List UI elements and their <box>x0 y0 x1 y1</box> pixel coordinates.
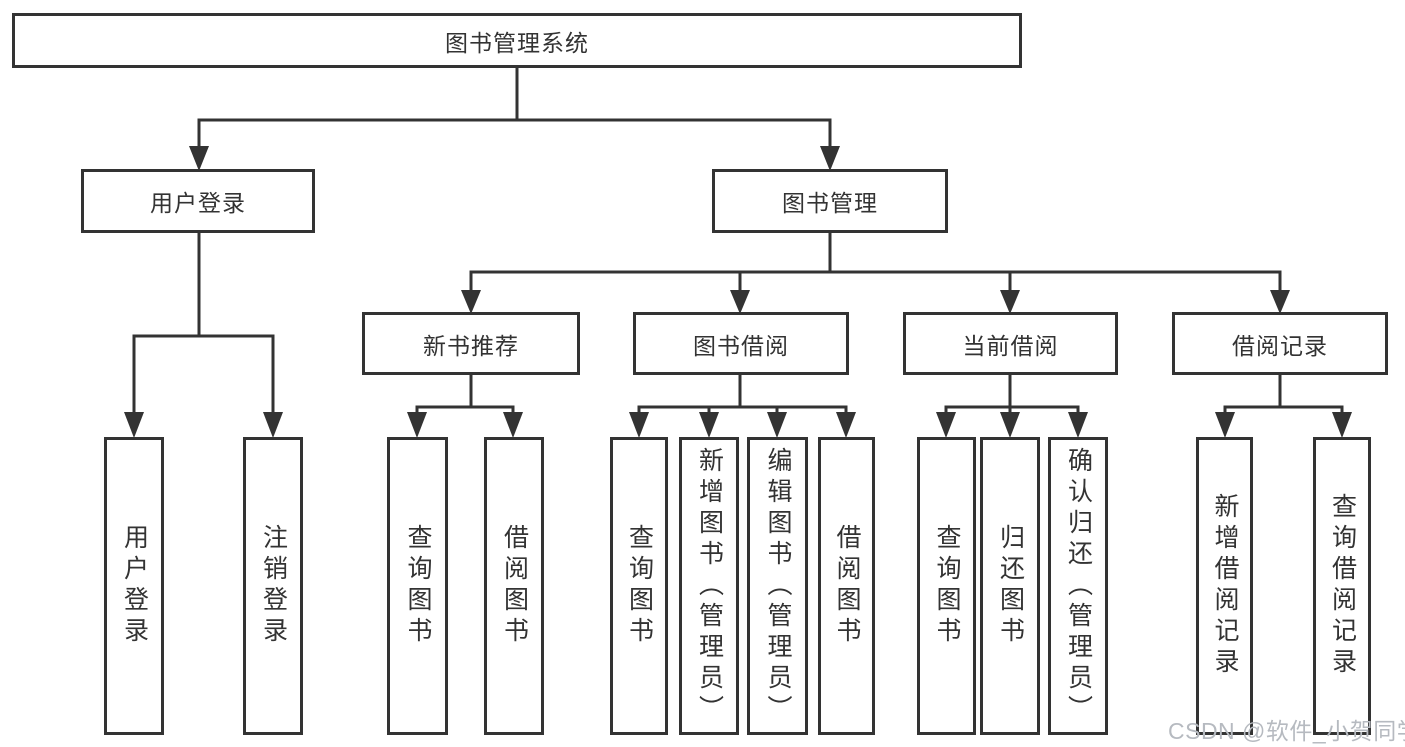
leaf-add-books-admin: 新增图书（管理员） <box>679 437 739 735</box>
node-borrow-records-label: 借阅记录 <box>1232 332 1328 359</box>
node-book-management: 图书管理 <box>712 169 948 233</box>
leaf-add-borrow-record: 新增借阅记录 <box>1196 437 1253 735</box>
leaf-query-books-current: 查询图书 <box>917 437 976 735</box>
leaf-user-login: 用户登录 <box>104 437 164 735</box>
node-new-book-recommend-label: 新书推荐 <box>423 332 519 359</box>
node-current-borrow-label: 当前借阅 <box>962 332 1059 359</box>
leaf-logout: 注销登录 <box>243 437 303 735</box>
node-book-borrow: 图书借阅 <box>633 312 849 375</box>
node-user-login-label: 用户登录 <box>150 190 246 216</box>
node-book-borrow-label: 图书借阅 <box>693 332 789 359</box>
arrowheads <box>124 146 1352 438</box>
leaf-query-books-borrow: 查询图书 <box>610 437 668 735</box>
watermark: CSDN @软件_小贺同学 <box>1168 718 1405 744</box>
leaf-return-books: 归还图书 <box>980 437 1040 735</box>
node-borrow-records: 借阅记录 <box>1172 312 1388 375</box>
leaf-query-borrow-record: 查询借阅记录 <box>1313 437 1371 735</box>
leaf-borrow-books: 借阅图书 <box>818 437 875 735</box>
node-root: 图书管理系统 <box>12 13 1022 68</box>
node-new-book-recommend: 新书推荐 <box>362 312 580 375</box>
node-book-management-label: 图书管理 <box>782 190 878 216</box>
leaf-borrow-books-recommend: 借阅图书 <box>484 437 544 735</box>
node-user-login: 用户登录 <box>81 169 315 233</box>
leaf-edit-books-admin: 编辑图书（管理员） <box>747 437 808 735</box>
node-current-borrow: 当前借阅 <box>903 312 1118 375</box>
node-root-label: 图书管理系统 <box>445 29 589 56</box>
leaf-confirm-return-admin: 确认归还（管理员） <box>1048 437 1108 735</box>
leaf-query-books-recommend: 查询图书 <box>387 437 448 735</box>
